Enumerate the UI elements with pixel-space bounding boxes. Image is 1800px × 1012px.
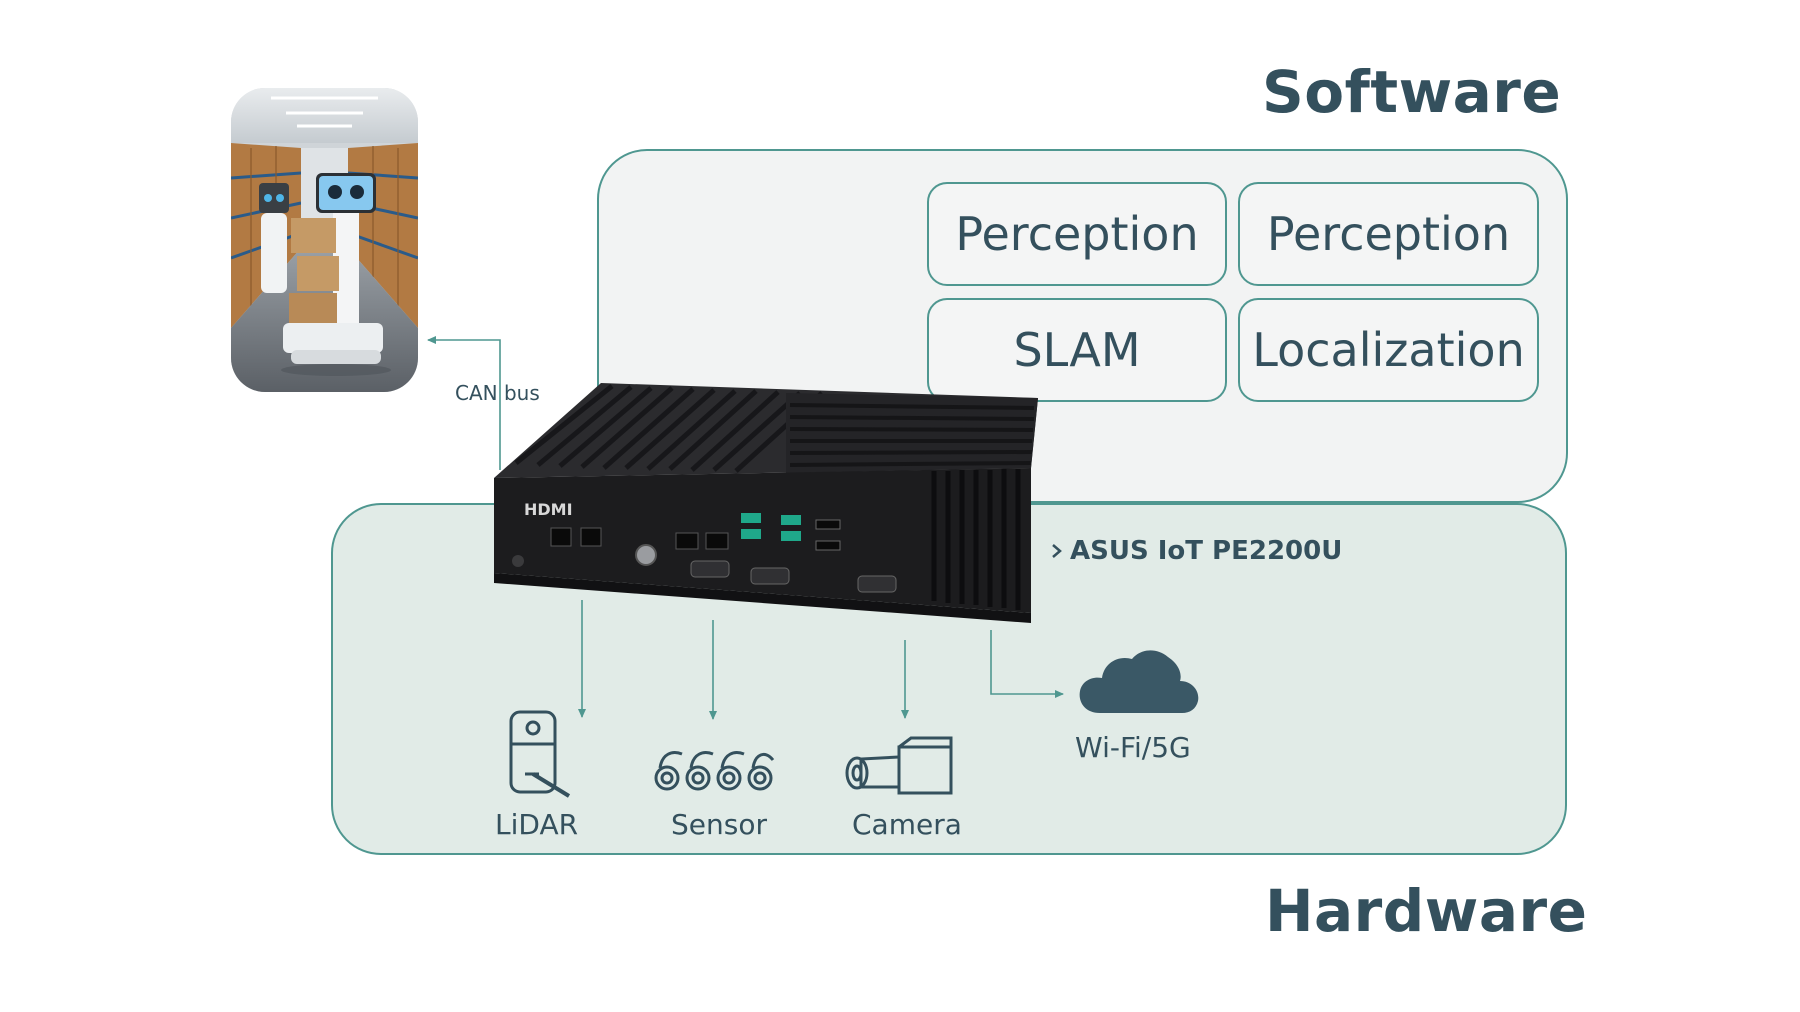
- wireless-label: Wi-Fi/5G: [1075, 731, 1191, 764]
- sensor-label: Sensor: [671, 808, 767, 841]
- device-name-label: ASUS IoT PE2200U: [1070, 536, 1343, 566]
- lidar-icon: [509, 710, 571, 798]
- software-title: Software: [1262, 58, 1562, 126]
- warehouse-robot-photo: [231, 88, 418, 392]
- can-bus-label: CAN bus: [455, 381, 540, 405]
- camera-label: Camera: [852, 808, 962, 841]
- device-hdmi-marking: HDMI: [524, 500, 573, 519]
- software-module-localization: Localization: [1238, 298, 1539, 402]
- sensor-array-icon: [654, 751, 775, 791]
- camera-icon: [845, 736, 953, 795]
- cloud-icon: [1079, 650, 1199, 713]
- hardware-title: Hardware: [1265, 877, 1588, 945]
- software-module-perception: Perception: [927, 182, 1227, 286]
- lidar-label: LiDAR: [495, 808, 579, 841]
- software-module-slam: SLAM: [927, 298, 1227, 402]
- embedded-pc-device: HDMI: [486, 383, 1046, 673]
- caret-right-icon: [1052, 544, 1062, 558]
- software-module-perception-2: Perception: [1238, 182, 1539, 286]
